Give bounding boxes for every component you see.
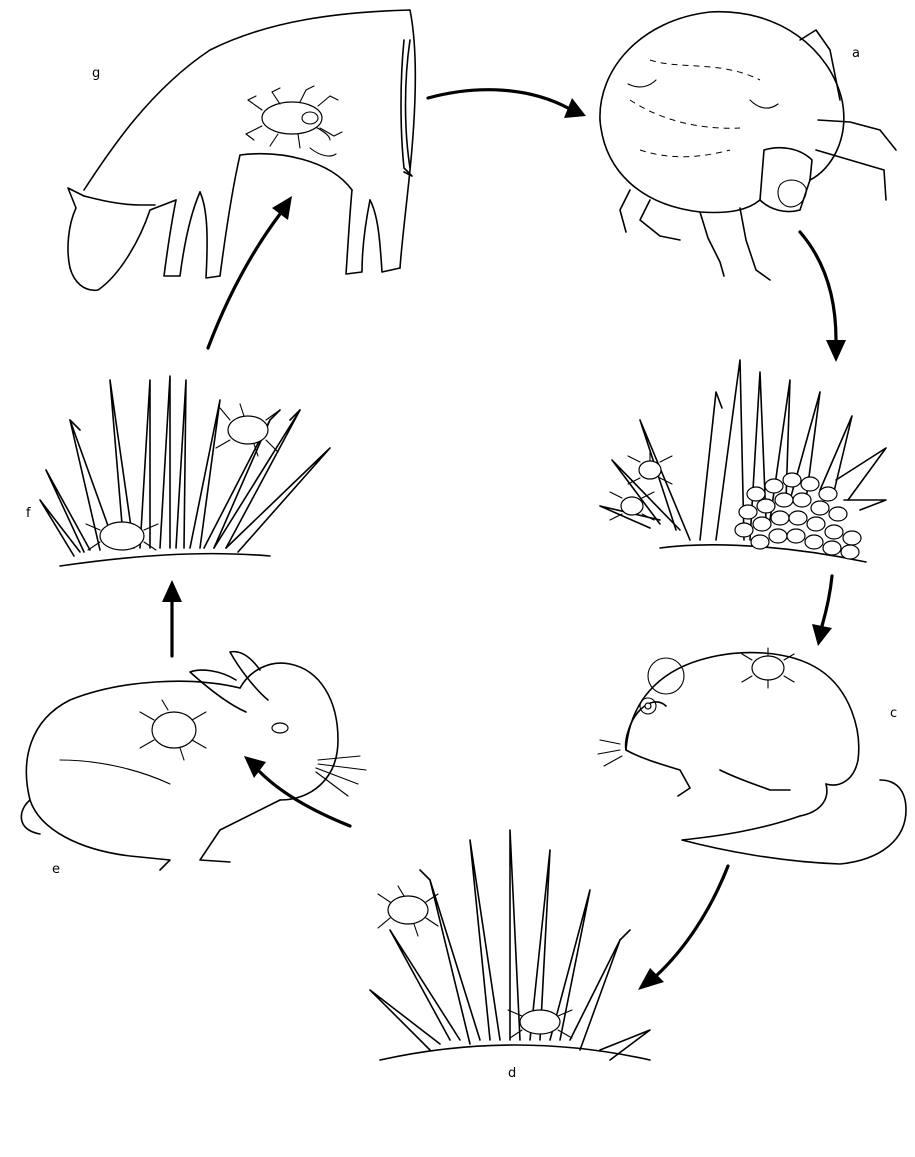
arrow-a-to-b — [800, 232, 836, 340]
label-e: e — [52, 862, 60, 877]
egg-laying-grass-illustration — [600, 360, 886, 562]
arrow-c-to-d — [656, 866, 728, 976]
cow-illustration — [68, 10, 415, 290]
arrow-f-to-g — [208, 214, 280, 348]
nymph-grass-illustration — [370, 830, 650, 1060]
questing-adults-grass-illustration — [40, 376, 330, 566]
label-f: f — [26, 506, 31, 521]
label-g: g — [92, 66, 100, 81]
label-d: d — [508, 1066, 516, 1081]
arrow-d-to-e — [260, 772, 350, 826]
arrow-b-to-c — [822, 576, 832, 626]
rabbit-illustration — [21, 652, 366, 870]
mouse-illustration — [598, 648, 906, 864]
arrow-g-to-a — [428, 90, 568, 108]
label-c: c — [890, 706, 897, 721]
label-a: a — [852, 46, 860, 61]
